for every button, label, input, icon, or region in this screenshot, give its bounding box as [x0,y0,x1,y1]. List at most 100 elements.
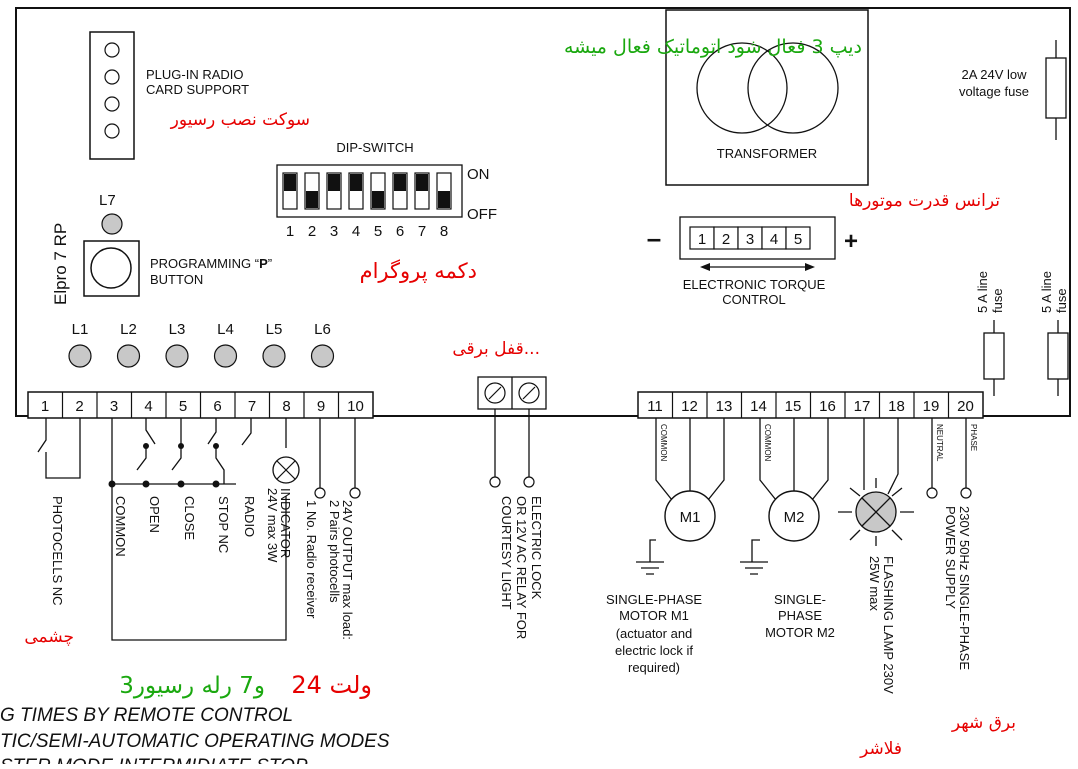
lamp-cross [861,497,891,527]
transformer-fa-note: ترانس قدرت موتورها [849,191,1000,211]
terminal-number: 4 [144,398,152,415]
phase-label: PHASE [969,424,978,451]
radio-card-label-2: CARD SUPPORT [146,82,249,97]
board-title: Elpro 7 RP [51,223,70,305]
m2-common-wire [759,418,777,501]
line-fuse-label-2a: 5 A line [1039,271,1054,313]
low-fuse-label-2: voltage fuse [959,84,1029,99]
torque-arrow-right [805,263,815,271]
close-label: CLOSE [182,496,197,540]
terminal-number: 1 [41,398,49,415]
lock-lead-end [523,476,535,488]
line-fuse-label-1b: fuse [990,288,1005,313]
volt-fa-note: 24 ولت [291,671,372,699]
m2-wire-16 [811,418,829,501]
junction [143,443,149,449]
dip-on-label: ON [467,166,490,183]
torque-cell-number: 5 [794,231,802,248]
l7-led [101,213,123,235]
led-label: L6 [314,321,331,338]
status-led [68,344,92,368]
open-switch [136,418,156,471]
torque-minus: – [647,223,661,253]
dip-lever-7 [416,174,428,191]
transformer-box [665,9,869,186]
terminal-number: 19 [923,398,940,415]
dip-switch-title: DIP-SWITCH [336,140,413,155]
common-small-label-1: COMMON [659,424,668,462]
dip-number: 3 [330,223,338,240]
radio-label: RADIO [242,496,257,537]
transformer-label: TRANSFORMER [717,146,817,161]
junction [108,480,116,488]
torque-cell-number: 2 [722,231,730,248]
lamp-wire-18 [887,418,899,495]
torque-arrow-left [700,263,710,271]
lock-label-2: OR 12V AC RELAY FOR [514,496,529,639]
l7-label: L7 [99,192,116,209]
socket-pin [104,42,120,58]
m1-ground [636,539,664,575]
line-fuse-label-1a: 5 A line [975,271,990,313]
torque-label-2: CONTROL [722,292,786,307]
low-fuse [1045,57,1067,119]
m1-common-wire [655,418,673,501]
terminal-number: 2 [75,398,83,415]
city-power-fa-note: برق شهر [951,713,1016,733]
screw-slot [488,386,502,400]
terminal-number: 17 [854,398,871,415]
lock-label-3: COURTESY LIGHT [499,496,514,610]
lead-end [960,487,972,499]
lock-lead-end [489,476,501,488]
lead-end [314,487,326,499]
line-fuse-2 [1047,332,1069,380]
programming-button[interactable] [90,247,132,289]
eye-fa-note: چشمی [24,627,74,647]
radio-card-fa-note: سوکت نصب رسیور [170,110,310,130]
flash-label-2: 25W max [867,556,882,611]
programming-label-2: BUTTON [150,272,203,287]
junction [142,480,150,488]
status-led [116,344,141,368]
bottom-text-2: TIC/SEMI-AUTOMATIC OPERATING MODES [0,731,390,752]
dip-lever-4 [350,174,362,191]
dip-switch-levers [282,172,452,210]
common-label: COMMON [113,496,128,557]
terminal-number: 15 [785,398,802,415]
line-fuse-1 [983,332,1005,380]
board-outline [15,7,1071,417]
stop-label: STOP NC [216,496,231,553]
status-led [310,344,335,368]
junction [177,480,185,488]
motor1-label-5: required) [628,660,680,675]
dip-lever-2 [306,191,318,208]
led-label: L2 [120,321,137,338]
programming-label-1: PROGRAMMING “P” [150,256,272,271]
led-label: L5 [266,321,283,338]
flash-label-1: FLASHING LAMP 230V [881,556,896,694]
dip-number: 2 [308,223,316,240]
bottom-text-1: G TIMES BY REMOTE CONTROL [0,705,293,726]
lamp-cross [276,460,296,480]
status-led [213,344,238,368]
line-fuse-label-2b: fuse [1054,288,1069,313]
torque-plus: + [844,228,858,255]
common-bus [111,418,287,641]
terminal-number: 11 [647,398,663,415]
supply-label-1: 230V 50Hz SINGLE-PHASE [957,506,972,670]
terminal-number: 3 [110,398,118,415]
lock-fa-note: قفل برقی... [452,339,540,359]
socket-pin [104,123,120,139]
dip-number: 1 [286,223,294,240]
bottom-text-3: STER MODE INTERMIDIATE STOP [0,756,308,764]
dip-lever-3 [328,174,340,191]
terminal-number: 20 [957,398,974,415]
flasher-fa-note: فلاشر [859,739,902,759]
dip-number: 7 [418,223,426,240]
terminal-number: 13 [716,398,733,415]
motor2-label-3: MOTOR M2 [765,625,835,640]
